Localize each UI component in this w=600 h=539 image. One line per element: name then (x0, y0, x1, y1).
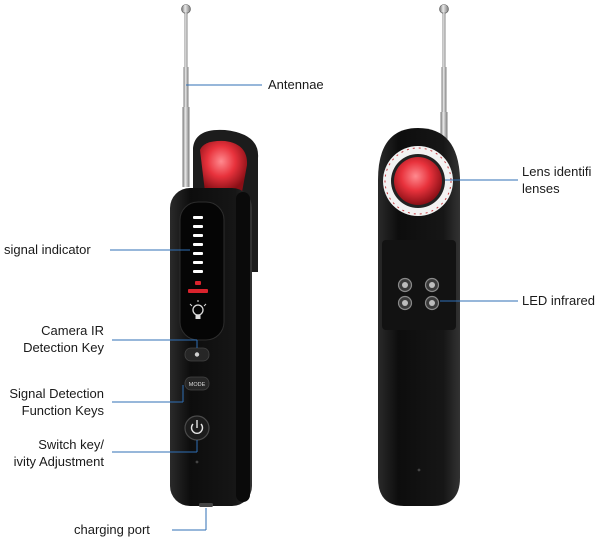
label-camera-ir-line2: Detection Key (23, 340, 104, 355)
label-camera-ir-line1: Camera IR (41, 323, 104, 338)
label-antennae: Antennae (268, 77, 324, 92)
front-pinhole (195, 460, 199, 464)
callout-lines (110, 84, 518, 531)
power-key[interactable] (184, 415, 210, 441)
back-device (378, 4, 460, 506)
led-panel (382, 240, 456, 330)
label-signal-detection-line1: Signal Detection (9, 386, 104, 401)
label-lens-line2: lenses (522, 181, 560, 196)
front-body (170, 188, 252, 506)
label-switch-key-line1: Switch key/ (38, 437, 104, 452)
label-led-infrared: LED infrared (522, 293, 595, 308)
label-switch-key-line2: ivity Adjustment (13, 454, 104, 469)
back-pinhole (417, 468, 421, 472)
red-indicator-marks (188, 281, 208, 293)
label-signal-detection-line2: Function Keys (21, 403, 104, 418)
identification-lens (383, 146, 453, 216)
charging-port (199, 503, 213, 507)
front-antenna (181, 4, 191, 187)
mode-key-label: MODE (189, 382, 206, 388)
label-lens-line1: Lens identifi (522, 164, 592, 179)
label-signal-indicator: signal indicator (4, 242, 91, 257)
infrared-leds (397, 277, 440, 311)
label-charging-port: charging port (74, 522, 150, 537)
front-device: MODE (170, 4, 259, 507)
mode-key[interactable]: MODE (184, 376, 210, 391)
back-antenna (439, 4, 449, 144)
camera-ir-key[interactable] (184, 347, 210, 362)
bulb-icon (189, 300, 207, 319)
signal-led-bars (193, 216, 203, 273)
